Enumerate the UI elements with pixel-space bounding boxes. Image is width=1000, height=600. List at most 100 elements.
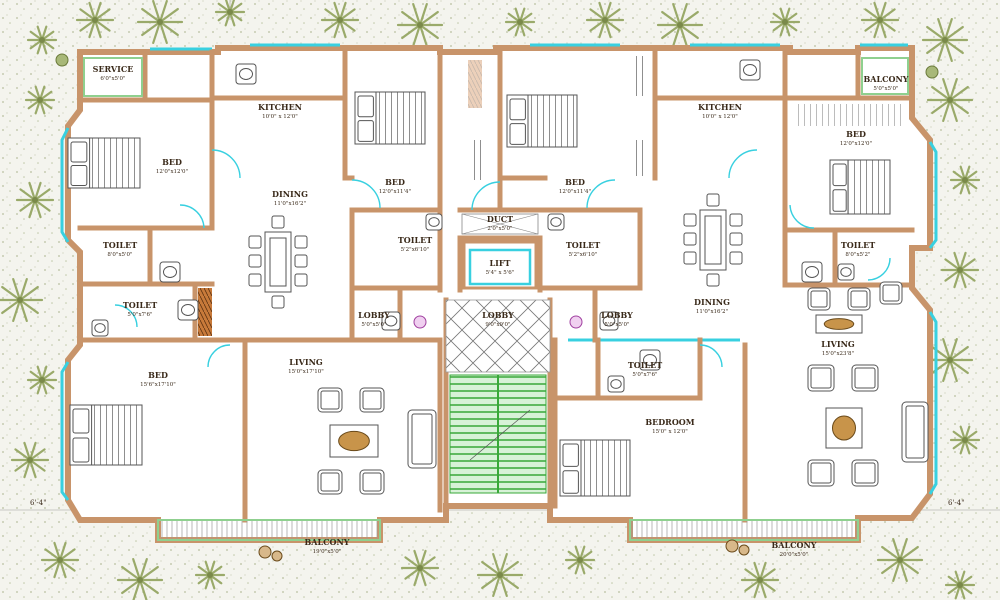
bed-icon — [69, 404, 143, 466]
room-label-right-toilet-3: TOILET 5'0"x7'6" — [628, 360, 662, 378]
washbasin-icon — [801, 261, 823, 283]
tree-icon — [75, 1, 115, 39]
dim-mark-right: 6'-4" — [948, 499, 964, 507]
room-dimension: 20'0"x5'0" — [780, 552, 809, 558]
room-label-right-bed-top: BED 12'0"x12'0" — [840, 129, 872, 147]
wardrobe — [470, 140, 484, 180]
room-dimension: 5'2"x6'10" — [401, 247, 430, 253]
tree-icon — [194, 560, 226, 590]
room-name: LIFT — [490, 258, 511, 268]
room-dimension: 5'0"x7'6" — [632, 372, 657, 378]
armchair-icon — [359, 387, 385, 413]
room-name: TOILET — [841, 240, 875, 250]
room-dimension: 15'6"x17'10" — [140, 382, 176, 388]
room-dimension: 5'0"x5'0" — [361, 322, 386, 328]
room-name: TOILET — [628, 360, 662, 370]
room-label-left-toilet-1: TOILET 8'0"x5'0" — [103, 240, 137, 258]
room-name: BALCONY — [772, 540, 817, 550]
balcony-left-rail — [157, 519, 381, 541]
armchair-icon — [317, 469, 343, 495]
tree-icon — [24, 85, 56, 115]
tree-icon — [564, 545, 596, 575]
tree-icon — [26, 25, 58, 55]
tree-icon — [214, 0, 246, 27]
room-dimension: 10'0" x 12'0" — [702, 114, 738, 120]
washbasin-icon — [599, 311, 619, 331]
washbasin-icon — [177, 299, 199, 321]
room-name: SERVICE — [93, 64, 134, 74]
washbasin-icon — [639, 349, 661, 371]
bed-icon — [829, 159, 891, 215]
washbasin-icon — [381, 311, 401, 331]
planter-icon — [258, 545, 283, 562]
room-name: BED — [846, 129, 866, 139]
room-dimension: 12'0"x12'0" — [840, 141, 872, 147]
balcony-right-rail — [629, 519, 859, 541]
room-name: DINING — [272, 189, 308, 199]
room-dimension: 8'0"x5'0" — [107, 252, 132, 258]
door-swings — [114, 149, 891, 368]
tree-icon — [320, 1, 360, 39]
room-name: DINING — [694, 297, 730, 307]
sofa-icon — [901, 401, 929, 463]
wardrobe — [198, 288, 212, 336]
tree-icon — [740, 561, 780, 599]
room-label-left-dining: DINING 11'0"x16'2" — [272, 189, 308, 207]
room-name: KITCHEN — [698, 102, 742, 112]
room-dimension: 15'0" x 12'0" — [652, 429, 688, 435]
room-name: KITCHEN — [258, 102, 302, 112]
room-name: TOILET — [103, 240, 137, 250]
tree-icon — [15, 181, 55, 219]
room-label-right-balcony: BALCONY 20'0"x5'0" — [772, 540, 817, 558]
sofa-icon — [407, 409, 437, 469]
room-label-right-dining: DINING 11'0"x16'2" — [694, 297, 730, 315]
room-dimension: 19'0"x5'0" — [313, 549, 342, 555]
tree-icon — [116, 557, 164, 600]
tree-icon — [921, 17, 969, 63]
toilet-icon — [837, 263, 855, 281]
room-dimension: 12'0"x11'4" — [379, 189, 411, 195]
armchair-icon — [807, 287, 831, 311]
dining-table-icon — [683, 193, 743, 287]
tree-icon — [769, 7, 801, 37]
core-lobby-floor — [445, 299, 551, 373]
rug-icon — [329, 424, 379, 458]
room-name: BALCONY — [864, 74, 909, 84]
armchair-icon — [317, 387, 343, 413]
tree-icon — [860, 1, 900, 39]
wardrobe — [632, 56, 648, 96]
room-name: BED — [385, 177, 405, 187]
tree-icon — [944, 570, 976, 600]
room-dimension: 9'0"x9'0" — [485, 322, 510, 328]
room-name: LIVING — [289, 357, 323, 367]
room-dimension: 11'0"x16'2" — [696, 309, 728, 315]
room-name: BEDROOM — [645, 417, 694, 427]
tree-icon — [40, 541, 80, 579]
wardrobe — [794, 104, 904, 126]
building-shell — [65, 45, 933, 543]
room-label-left-bed-mid: BED 12'0"x11'4" — [379, 177, 411, 195]
armchair-icon — [807, 364, 835, 392]
tree-icon — [476, 552, 524, 598]
armchair-icon — [847, 287, 871, 311]
wardrobe — [632, 140, 648, 176]
tree-icon — [400, 549, 440, 587]
tree-icon — [396, 2, 444, 48]
rug-icon — [815, 314, 863, 334]
room-name: LOBBY — [482, 310, 514, 320]
toilet-icon — [91, 319, 109, 337]
furniture — [67, 59, 929, 562]
tree-icon — [0, 277, 44, 323]
room-dimension: 11'0"x16'2" — [274, 201, 306, 207]
armchair-icon — [851, 364, 879, 392]
tree-icon — [940, 251, 980, 289]
interior-walls — [77, 49, 915, 523]
